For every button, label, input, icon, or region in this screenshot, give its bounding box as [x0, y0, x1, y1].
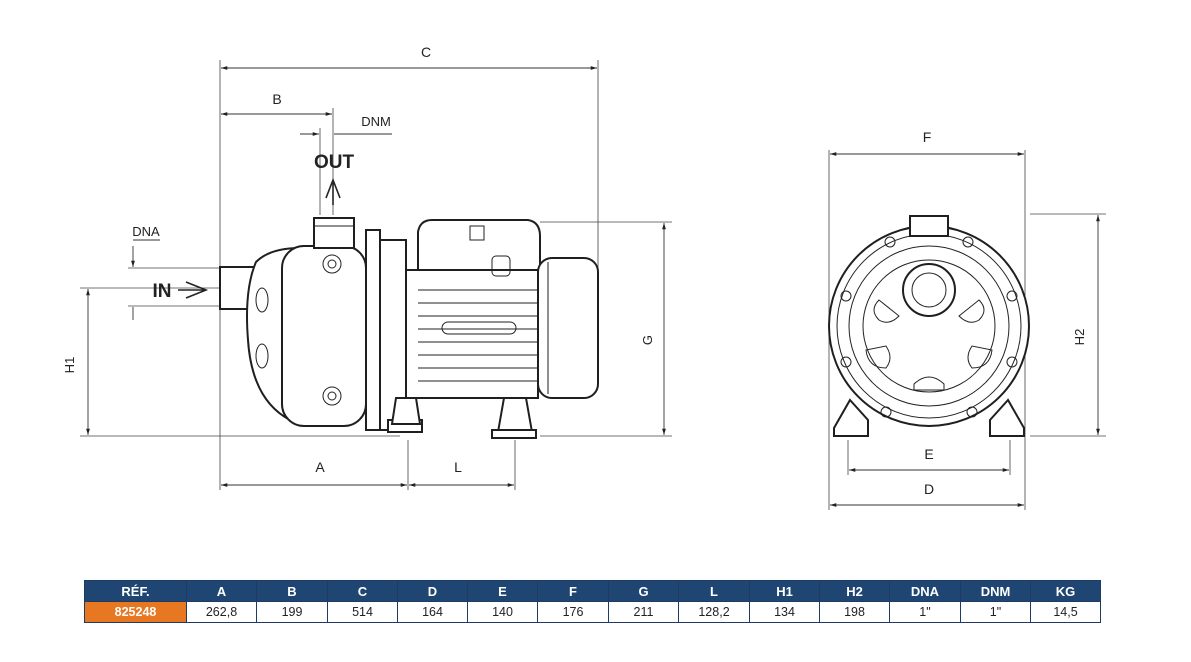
spec-table: RÉF. A B C D E F G L H1 H2 DNA DNM KG 82… [84, 580, 1101, 623]
dim-label-f: F [923, 129, 932, 145]
technical-drawing: C B DNM OUT DNA IN H1 G A L [62, 44, 1106, 510]
table-cell: 514 [327, 601, 398, 623]
table-header-cell: RÉF. [84, 580, 187, 602]
table-header-cell: DNA [889, 580, 961, 602]
table-cell: 14,5 [1030, 601, 1101, 623]
dim-label-h1: H1 [62, 357, 77, 374]
out-label: OUT [314, 152, 355, 173]
table-header-cell: F [537, 580, 609, 602]
front-view: F H2 E D [828, 129, 1106, 510]
reference-cell: 825248 [84, 601, 187, 623]
table-cell: 140 [467, 601, 538, 623]
table-header-cell: D [397, 580, 468, 602]
table-row: 825248 262,8 199 514 164 140 176 211 128… [84, 601, 1101, 623]
table-header-cell: H2 [819, 580, 890, 602]
in-label: IN [153, 281, 172, 302]
table-cell: 198 [819, 601, 890, 623]
table-header-cell: H1 [749, 580, 820, 602]
table-cell: 1" [889, 601, 961, 623]
table-cell: 199 [256, 601, 328, 623]
dim-label-e: E [924, 446, 933, 462]
dim-label-a: A [315, 459, 325, 475]
table-header-cell: A [186, 580, 257, 602]
table-header-cell: C [327, 580, 398, 602]
table-cell: 211 [608, 601, 679, 623]
table-header-cell: KG [1030, 580, 1101, 602]
dim-label-d: D [924, 481, 934, 497]
table-header-cell: B [256, 580, 328, 602]
table-cell: 134 [749, 601, 820, 623]
table-header-cell: E [467, 580, 538, 602]
table-cell: 262,8 [186, 601, 257, 623]
dim-label-h2: H2 [1072, 329, 1087, 346]
table-cell: 176 [537, 601, 609, 623]
dim-label-b: B [272, 91, 281, 107]
table-header-cell: DNM [960, 580, 1031, 602]
table-header-cell: L [678, 580, 750, 602]
dim-label-l: L [454, 459, 462, 475]
table-cell: 164 [397, 601, 468, 623]
table-header-row: RÉF. A B C D E F G L H1 H2 DNA DNM KG [84, 580, 1101, 602]
side-view: C B DNM OUT DNA IN H1 G A L [62, 44, 672, 490]
table-header-cell: G [608, 580, 679, 602]
dim-label-c: C [421, 44, 431, 60]
table-cell: 128,2 [678, 601, 750, 623]
table-cell: 1" [960, 601, 1031, 623]
dim-label-g: G [640, 335, 655, 345]
dim-label-dna: DNA [132, 224, 160, 239]
dim-label-dnm: DNM [361, 114, 391, 129]
